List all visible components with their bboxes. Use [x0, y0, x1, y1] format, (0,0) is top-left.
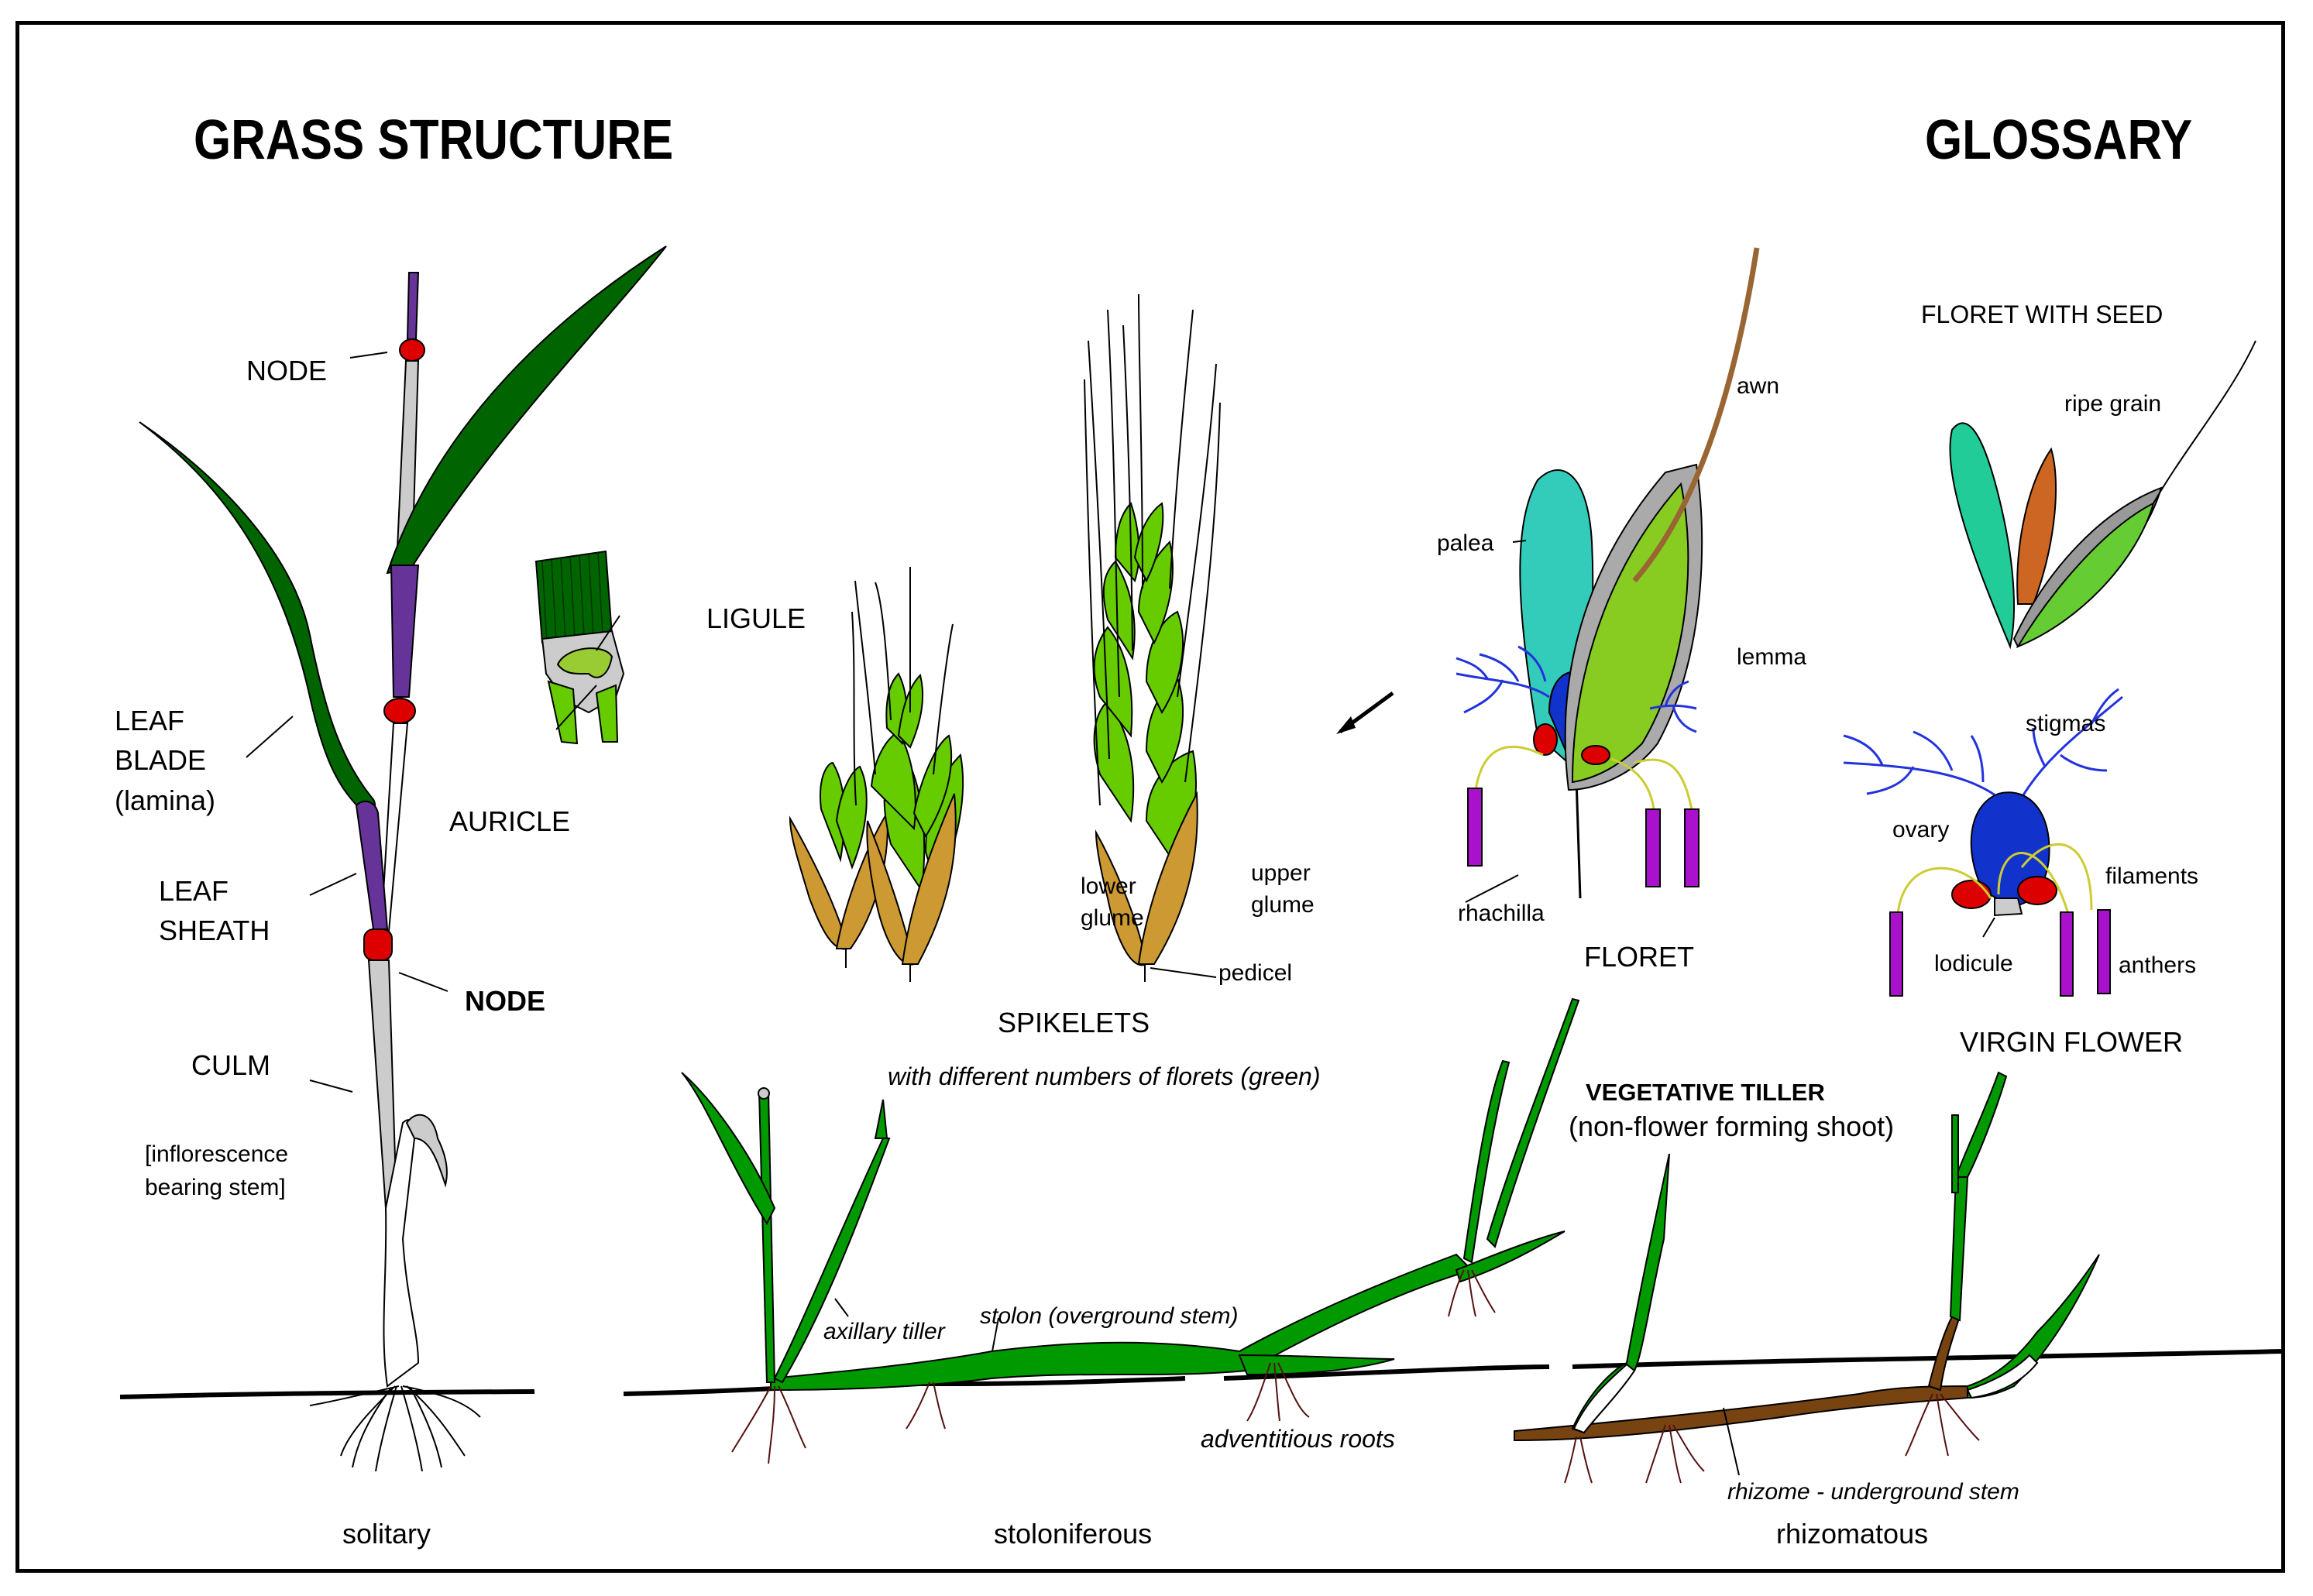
- stoloniferous-illustration: [623, 997, 1580, 1464]
- label-lodicule: lodicule: [1934, 951, 2013, 976]
- lodicule-shape: [1994, 898, 2023, 917]
- adventitious-roots: [731, 1269, 1496, 1464]
- floret-stigmas: [1456, 645, 1697, 733]
- leaf-blade-right: [386, 245, 667, 575]
- label-stolon: stolon (overground stem): [980, 1303, 1239, 1329]
- floret-illustration: [1456, 247, 1760, 903]
- vegetative-tiller: [1462, 1059, 1510, 1264]
- floret-title: FLORET: [1584, 941, 1695, 973]
- label-node-bottom: NODE: [465, 985, 546, 1017]
- ligule-shape: [556, 647, 613, 678]
- spikelet-medium: [851, 567, 964, 982]
- label-rhizomatous: rhizomatous: [1776, 1518, 1929, 1550]
- anther: [1684, 808, 1700, 887]
- rhizomatous-illustration: [1514, 1071, 2284, 1484]
- label-lower-glume: lower glume: [1081, 874, 1144, 931]
- label-stigmas: stigmas: [2026, 711, 2106, 736]
- label-filaments: filaments: [2105, 863, 2199, 889]
- label-ligule: LIGULE: [706, 602, 806, 634]
- spikelets-title: SPIKELETS: [998, 1007, 1150, 1038]
- virgin-stigmas: [1843, 688, 2123, 799]
- seed-palea: [1949, 422, 2015, 650]
- node-marker-middle: [383, 698, 416, 724]
- label-culm: CULM: [191, 1049, 271, 1081]
- label-node-top: NODE: [246, 355, 328, 386]
- label-awn: awn: [1737, 373, 1780, 399]
- virgin-flower-title: VIRGIN FLOWER: [1960, 1026, 2184, 1058]
- ripe-grain-shape: [2016, 447, 2057, 605]
- label-ripe-grain: ripe grain: [2064, 391, 2162, 417]
- solitary-plant-illustration: [119, 245, 667, 1472]
- label-rhizome: rhizome - underground stem: [1727, 1479, 2019, 1505]
- label-lemma: lemma: [1737, 644, 1807, 670]
- ligule-detail-illustration: [534, 550, 625, 745]
- rhachilla-stalk: [1575, 777, 1582, 899]
- main-title: GRASS STRUCTURE: [194, 109, 674, 171]
- anther: [2060, 911, 2074, 997]
- spikelet-large: [1084, 293, 1221, 982]
- node-marker-top: [399, 338, 425, 362]
- label-ovary: ovary: [1892, 817, 1950, 843]
- anther: [1467, 788, 1483, 867]
- label-leaf-sheath: LEAF SHEATH: [159, 875, 270, 947]
- floret-with-seed-title: FLORET WITH SEED: [1921, 300, 2163, 328]
- label-axillary-tiller: axillary tiller: [823, 1319, 945, 1344]
- label-vegetative-tiller: VEGETATIVE TILLER: [1586, 1079, 1825, 1106]
- glossary-title: GLOSSARY: [1925, 109, 2193, 171]
- floret-with-seed-illustration: [1949, 340, 2256, 650]
- label-upper-glume: upper glume: [1251, 860, 1315, 918]
- label-anthers: anthers: [2119, 952, 2197, 978]
- spikelets-illustration: [789, 293, 1394, 982]
- label-solitary: solitary: [342, 1518, 431, 1550]
- label-leaf-blade: LEAF BLADE (lamina): [115, 705, 216, 816]
- anther: [1889, 911, 1903, 997]
- diagram-frame: [15, 21, 2285, 1573]
- leaf-sheath: [355, 800, 389, 930]
- label-rhachilla: rhachilla: [1458, 901, 1545, 926]
- axillary-tiller: [773, 1138, 891, 1384]
- awn-line: [1632, 247, 1760, 583]
- label-adventitious-roots: adventitious roots: [1201, 1425, 1395, 1453]
- label-vegetative-tiller-note: (non-flower forming shoot): [1569, 1110, 1895, 1142]
- anther: [2097, 909, 2111, 994]
- virgin-flower-illustration: [1843, 688, 2123, 997]
- spikelets-subtitle: with different numbers of florets (green…: [888, 1062, 1321, 1090]
- label-palea: palea: [1437, 530, 1494, 556]
- label-auricle: AURICLE: [449, 805, 571, 837]
- arrow-icon: [1336, 691, 1394, 734]
- ground-line-solitary: [119, 1389, 535, 1399]
- label-stoloniferous: stoloniferous: [994, 1518, 1153, 1550]
- label-culm-note: [inflorescence bearing stem]: [145, 1141, 289, 1200]
- label-pedicel: pedicel: [1218, 960, 1293, 986]
- node-marker-bottom: [363, 928, 393, 961]
- anther: [1645, 808, 1661, 887]
